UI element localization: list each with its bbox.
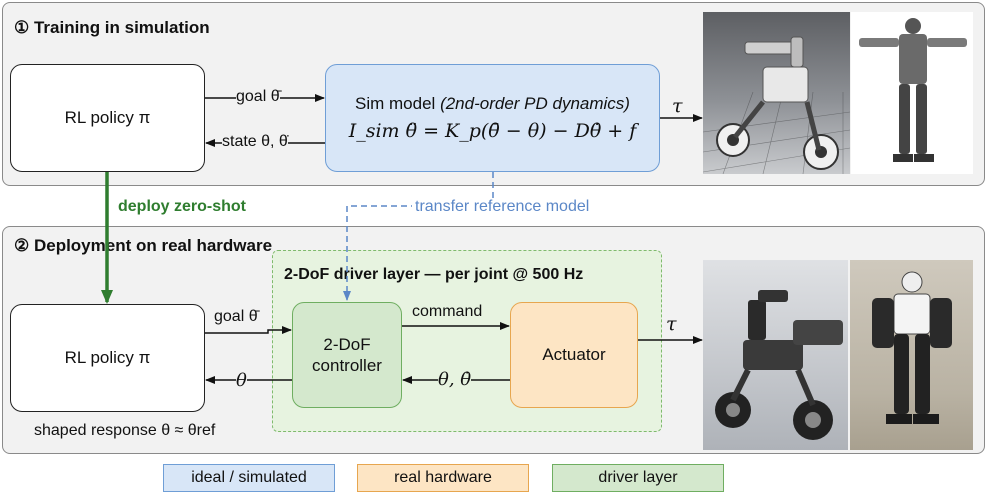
sim-model-box: Sim model (2nd-order PD dynamics) I_sim … bbox=[325, 64, 660, 172]
controller-label-line1: 2-DoF bbox=[323, 335, 371, 354]
legend-real-hardware: real hardware bbox=[357, 464, 529, 492]
driver-layer-title: 2-DoF driver layer — per joint @ 500 Hz bbox=[284, 266, 584, 283]
sim-model-title: Sim model bbox=[355, 94, 436, 113]
transfer-arrow bbox=[343, 172, 494, 301]
sim-humanoid-robot-image bbox=[851, 12, 973, 174]
real-humanoid-robot-icon bbox=[872, 271, 952, 424]
legend-driver-layer-label: driver layer bbox=[598, 469, 678, 486]
real-humanoid-robot-image bbox=[850, 260, 973, 450]
sim-model-note: (2nd-order PD dynamics) bbox=[440, 94, 630, 113]
controller-label-line2: controller bbox=[312, 356, 382, 375]
real-tau-label: τ bbox=[666, 313, 677, 335]
sim-rl-policy-box: RL policy π bbox=[10, 64, 205, 172]
training-panel-title: ① Training in simulation bbox=[14, 18, 210, 37]
legend-driver-layer: driver layer bbox=[552, 464, 724, 492]
sim-wheeled-robot-icon bbox=[703, 36, 850, 174]
real-wheeled-robot-image bbox=[703, 260, 848, 450]
sim-rl-policy-label: RL policy π bbox=[64, 108, 151, 127]
feedback-label: θ, θ̇ bbox=[438, 369, 472, 390]
actuator-label: Actuator bbox=[542, 345, 606, 364]
sim-wheeled-robot-image bbox=[703, 12, 850, 174]
real-wheeled-robot-icon bbox=[715, 290, 843, 440]
deploy-label: deploy zero-shot bbox=[118, 198, 247, 215]
legend-ideal-simulated: ideal / simulated bbox=[163, 464, 335, 492]
real-goal-label: goal θ̄ bbox=[214, 308, 258, 325]
real-rl-policy-box: RL policy π bbox=[10, 304, 205, 412]
real-goal-arrow bbox=[205, 326, 292, 334]
legend-ideal-simulated-label: ideal / simulated bbox=[191, 469, 307, 486]
real-theta-label: θ bbox=[236, 370, 247, 391]
sim-humanoid-robot-icon bbox=[859, 18, 967, 162]
sim-model-equation: I_sim θ̈ = K_p(θ̄ − θ) − Dθ̇ + f bbox=[348, 120, 637, 142]
sim-state-label: state θ, θ̇ bbox=[222, 133, 288, 151]
sim-goal-label: goal θ̄ bbox=[236, 88, 280, 106]
legend-real-hardware-label: real hardware bbox=[394, 469, 492, 486]
deployment-panel-title: ② Deployment on real hardware bbox=[14, 236, 277, 256]
real-rl-policy-label: RL policy π bbox=[64, 348, 151, 367]
transfer-label: transfer reference model bbox=[412, 198, 593, 216]
shaped-response-label: shaped response θ ≈ θref bbox=[34, 422, 216, 439]
sim-tau-label: τ bbox=[672, 95, 683, 117]
actuator-box: Actuator bbox=[510, 302, 638, 408]
controller-box: 2-DoF controller bbox=[292, 302, 402, 408]
command-label: command bbox=[412, 303, 483, 320]
